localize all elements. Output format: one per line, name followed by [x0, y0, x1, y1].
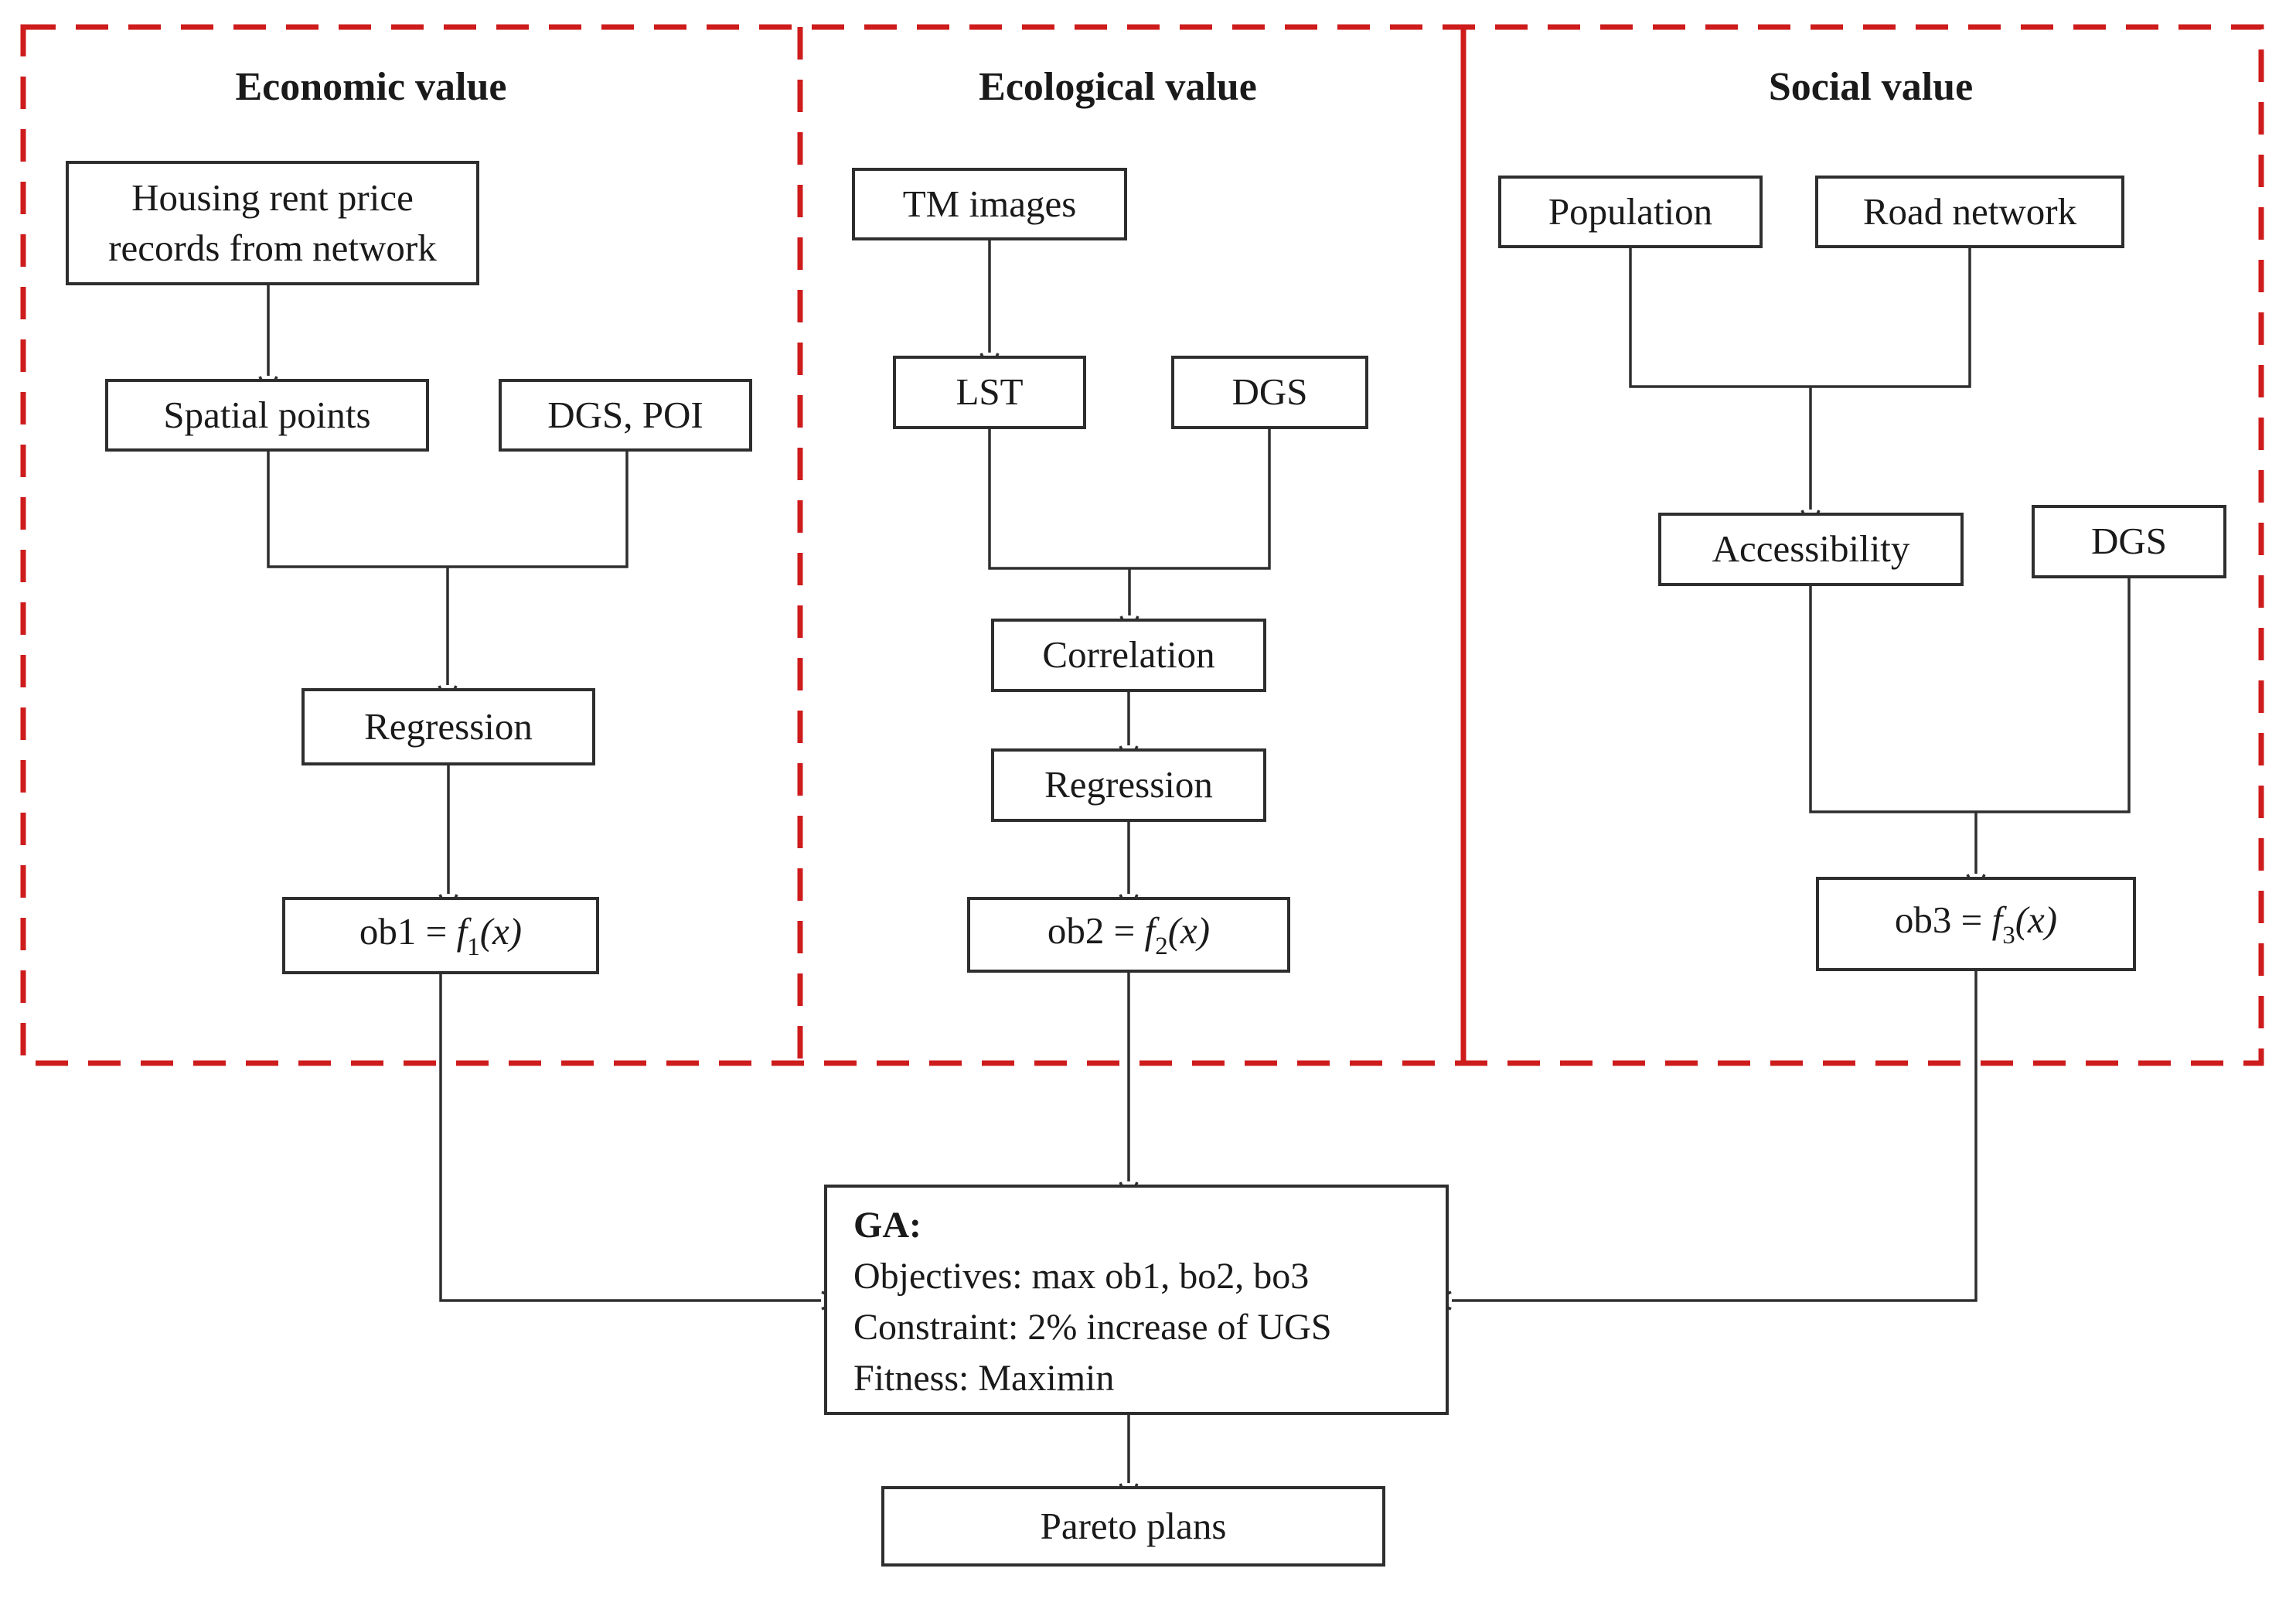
node-ob1: ob1 = f1(x) — [282, 897, 599, 974]
merge-lst-dgs — [988, 429, 1271, 570]
economic-connectors — [268, 285, 821, 1301]
node-ob2: ob2 = f2(x) — [967, 897, 1290, 973]
node-pareto-plans: Pareto plans — [881, 1486, 1385, 1567]
ga-objectives-line: Objectives: max ob1, bo2, bo3 — [853, 1256, 1310, 1297]
node-dgs-social: DGS — [2032, 505, 2226, 578]
line-ob3-to-ga — [1452, 971, 1977, 1301]
ob1-formula: ob1 = f1(x) — [359, 909, 523, 961]
node-tm-images: TM images — [852, 168, 1127, 240]
ga-fitness-line: Fitness: Maximin — [853, 1358, 1115, 1399]
node-regression-ecological: Regression — [991, 748, 1266, 822]
node-lst: LST — [893, 356, 1086, 429]
economic-panel-title: Economic value — [235, 65, 507, 109]
node-ob3: ob3 = f3(x) — [1816, 877, 2136, 971]
social-connectors — [1452, 248, 2131, 1301]
ecological-panel-title: Ecological value — [979, 65, 1257, 109]
ga-title: GA: — [853, 1205, 921, 1246]
ga-constraint-line: Constraint: 2% increase of UGS — [853, 1307, 1332, 1348]
node-dgs-ecological: DGS — [1171, 356, 1368, 429]
node-road-network: Road network — [1815, 176, 2124, 248]
housing-line2: records from network — [108, 226, 437, 269]
ob3-formula: ob3 = f3(x) — [1894, 898, 2058, 949]
social-panel-title: Social value — [1768, 65, 1974, 109]
line-ob1-to-ga — [439, 974, 821, 1301]
node-spatial-points: Spatial points — [105, 379, 429, 452]
node-housing-rent: Housing rent price records from network — [66, 161, 479, 285]
merge-accessibility-dgs — [1809, 578, 2131, 813]
housing-line1: Housing rent price — [131, 176, 414, 219]
node-correlation: Correlation — [991, 619, 1266, 692]
merge-spatial-dgspoi — [267, 452, 629, 568]
node-accessibility: Accessibility — [1658, 513, 1964, 586]
value-panels-border — [20, 24, 2264, 1066]
node-population: Population — [1498, 176, 1763, 248]
ob2-formula: ob2 = f2(x) — [1047, 909, 1211, 960]
node-dgs-poi: DGS, POI — [499, 379, 752, 452]
node-regression-economic: Regression — [301, 688, 595, 765]
node-ga: GA: Objectives: max ob1, bo2, bo3 Constr… — [824, 1185, 1449, 1415]
ecological-connectors — [988, 240, 1271, 1181]
merge-population-road — [1629, 248, 1971, 388]
